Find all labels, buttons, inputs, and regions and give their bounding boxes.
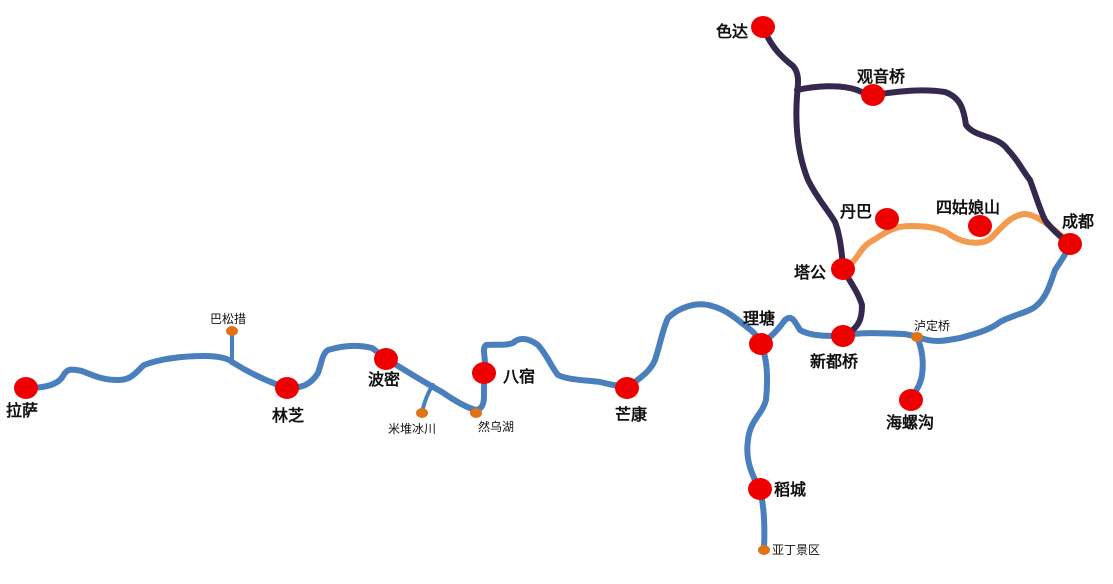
city-label-xinduqiao: 新都桥	[810, 352, 859, 371]
city-label-daocheng: 稻城	[774, 480, 806, 499]
city-marker-guanyinqiao[interactable]	[861, 84, 885, 106]
spot-marker-midui[interactable]	[416, 408, 428, 418]
city-label-bomi: 波密	[368, 370, 400, 389]
city-label-danba: 丹巴	[840, 202, 872, 221]
city-label-linzhi: 林芝	[272, 406, 304, 425]
city-marker-chengdu[interactable]	[1058, 233, 1082, 255]
city-label-tagong: 塔公	[794, 263, 826, 282]
spot-marker-ranwu[interactable]	[470, 408, 482, 418]
spot-label-luding: 泸定桥	[914, 318, 950, 333]
city-marker-litang[interactable]	[749, 333, 773, 355]
city-label-chengdu: 成都	[1062, 212, 1094, 231]
city-marker-linzhi[interactable]	[275, 377, 299, 399]
city-label-siguniangshan: 四姑娘山	[936, 198, 1000, 217]
city-marker-xinduqiao[interactable]	[831, 325, 855, 347]
spot-label-yading: 亚丁景区	[772, 543, 820, 557]
route-branch-midui	[420, 383, 435, 414]
city-label-lasa: 拉萨	[6, 401, 38, 420]
city-marker-lasa[interactable]	[14, 377, 38, 399]
city-marker-daocheng[interactable]	[748, 478, 772, 500]
city-label-litang: 理塘	[743, 309, 775, 328]
route-branch-daocheng	[744, 341, 771, 552]
city-marker-hailuogou[interactable]	[899, 389, 923, 411]
city-marker-siguniangshan[interactable]	[968, 215, 992, 237]
city-marker-bomi[interactable]	[374, 348, 398, 370]
spot-marker-yading[interactable]	[758, 545, 770, 555]
spot-label-midui: 米堆冰川	[388, 422, 436, 436]
spot-label-ranwu: 然乌湖	[478, 419, 514, 434]
city-marker-mangkang[interactable]	[615, 377, 639, 399]
spot-label-basongcuo: 巴松措	[210, 312, 246, 326]
spot-marker-luding[interactable]	[911, 332, 923, 342]
city-label-guanyinqiao: 观音桥	[857, 67, 906, 86]
city-label-hailuogou: 海螺沟	[886, 413, 934, 432]
spot-marker-basongcuo[interactable]	[226, 326, 238, 336]
city-marker-seda[interactable]	[751, 16, 775, 38]
city-marker-tagong[interactable]	[831, 258, 855, 280]
route-north-dark	[760, 24, 865, 339]
city-marker-basu[interactable]	[472, 362, 496, 384]
city-label-basu: 八宿	[502, 367, 535, 386]
city-label-mangkang: 芒康	[615, 405, 648, 424]
city-label-seda: 色达	[716, 22, 748, 41]
city-marker-danba[interactable]	[875, 208, 899, 230]
route-orange	[840, 211, 1073, 272]
route-north-guanyin	[794, 83, 1073, 247]
